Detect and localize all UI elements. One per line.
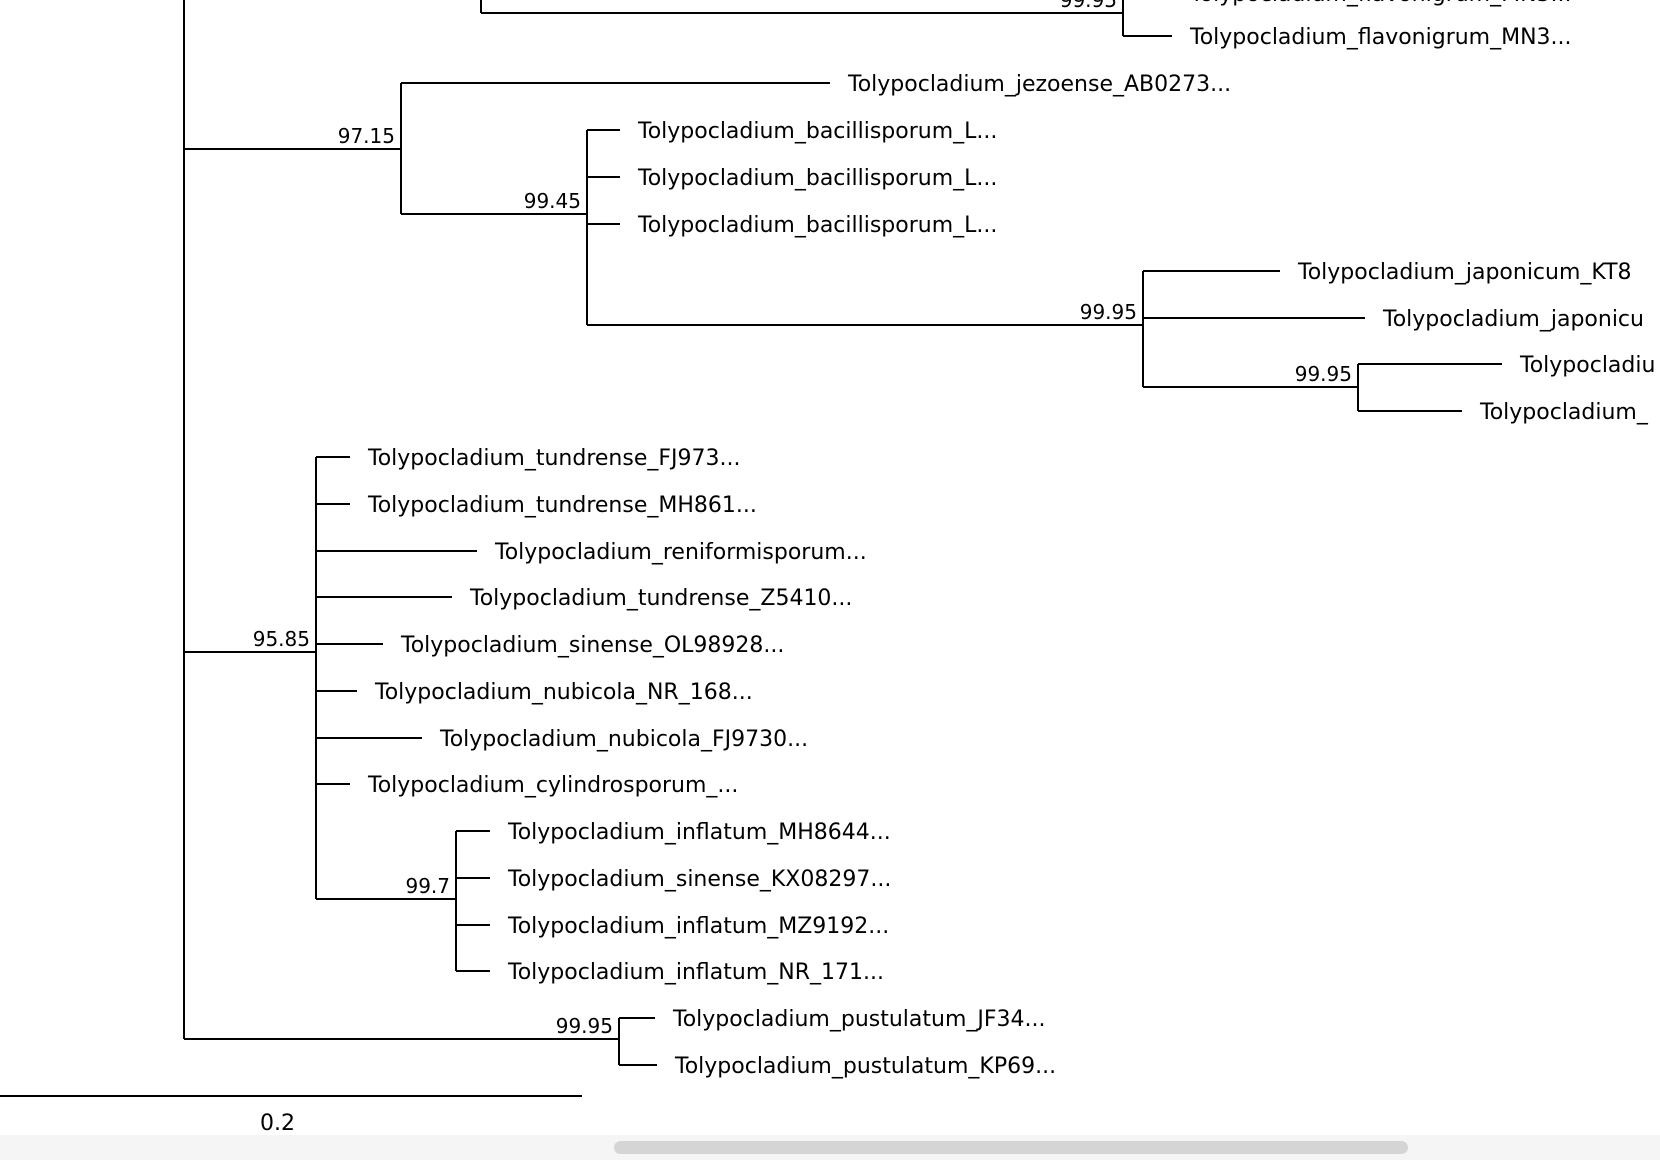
tip-label: Tolypocladium_tundrense_MH861...	[367, 493, 757, 518]
tip-label: Tolypocladium_pustulatum_JF34...	[672, 1007, 1046, 1032]
tip-label: Tolypocladiu	[1519, 353, 1655, 378]
tip-label: Tolypocladium_inflatum_MZ9192...	[507, 914, 889, 939]
support-value: 99.95	[1060, 0, 1117, 12]
tip-label: Tolypocladium_bacillisporum_L...	[637, 119, 997, 144]
scrollbar-thumb[interactable]	[614, 1141, 1408, 1154]
tip-label: Tolypocladium_flavonigrum_MN3...	[1189, 0, 1572, 7]
tip-label: Tolypocladium_inflatum_NR_171...	[507, 960, 884, 985]
support-value: 99.95	[556, 1014, 613, 1038]
tip-label: Tolypocladium_jezoense_AB0273...	[847, 72, 1231, 97]
tip-label: Tolypocladium_tundrense_FJ973...	[367, 446, 741, 471]
support-value: 97.15	[338, 124, 395, 148]
support-value: 95.85	[253, 627, 310, 651]
tip-label: Tolypocladium_sinense_OL98928...	[400, 633, 784, 658]
scale-bar-label: 0.2	[260, 1111, 295, 1135]
tip-label: Tolypocladium_pustulatum_KP69...	[674, 1054, 1056, 1079]
tip-label: Tolypocladium_tundrense_Z5410...	[469, 586, 852, 611]
horizontal-scrollbar[interactable]	[0, 1135, 1660, 1160]
tip-label: Tolypocladium_nubicola_FJ9730...	[439, 727, 808, 752]
tip-label: Tolypocladium_reniformisporum...	[494, 540, 867, 565]
phylogenetic-tree: 99.95Tolypocladium_flavonigrum_MN3...Tol…	[0, 0, 1655, 1135]
support-value: 99.45	[524, 189, 581, 213]
tip-label: Tolypocladium_flavonigrum_MN3...	[1189, 25, 1572, 50]
tip-label: Tolypocladium_japonicu	[1382, 307, 1644, 332]
tip-label: Tolypocladium_nubicola_NR_168...	[374, 680, 753, 705]
tip-label: Tolypocladium_inflatum_MH8644...	[507, 820, 891, 845]
tip-label: Tolypocladium_sinense_KX08297...	[507, 867, 891, 892]
tip-label: Tolypocladium_bacillisporum_L...	[637, 213, 997, 238]
tip-label: Tolypocladium_	[1479, 400, 1649, 425]
tip-label: Tolypocladium_bacillisporum_L...	[637, 166, 997, 191]
tip-label: Tolypocladium_japonicum_KT8	[1297, 260, 1632, 285]
support-value: 99.7	[405, 874, 450, 898]
tip-label: Tolypocladium_cylindrosporum_...	[367, 773, 738, 798]
support-value: 99.95	[1295, 362, 1352, 386]
support-value: 99.95	[1080, 300, 1137, 324]
